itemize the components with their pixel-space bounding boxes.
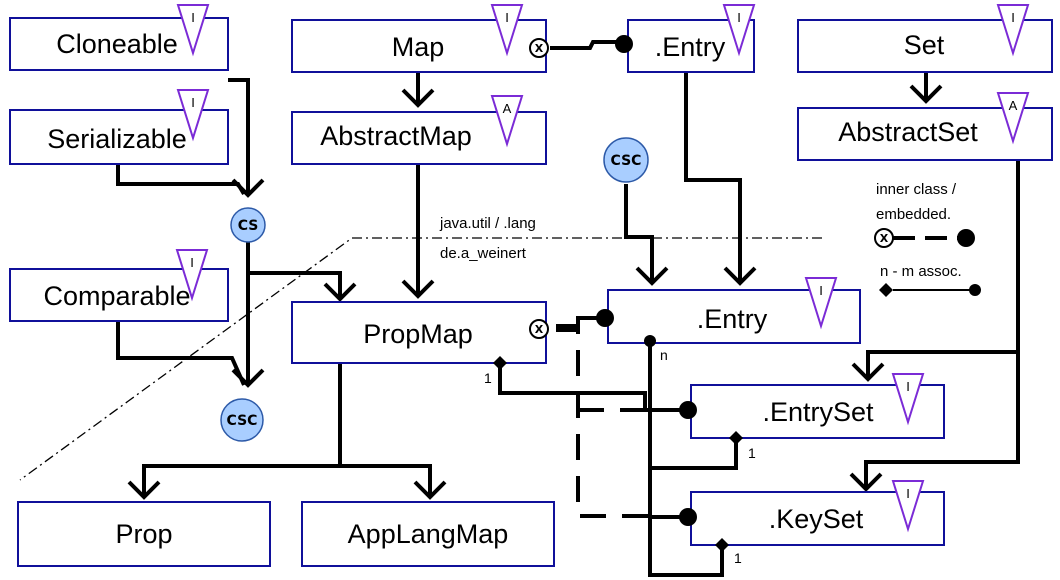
legend-embed-dot: [957, 229, 975, 247]
svg-text:I: I: [1011, 10, 1015, 25]
interface-badge: [490, 4, 524, 57]
class-label: Map: [392, 32, 445, 62]
class-label: .EntrySet: [762, 397, 874, 427]
interface-badge: [176, 89, 210, 142]
class-key-set[interactable]: .KeySet I: [690, 480, 945, 546]
x-marker-prop-map: X: [529, 319, 549, 339]
class-label: AppLangMap: [348, 519, 509, 549]
embed-dots: [596, 35, 697, 526]
multiplicity-entry: n: [660, 347, 668, 363]
multiplicity-entryset: 1: [748, 445, 756, 461]
package-label-lower: de.a_weinert: [440, 245, 527, 262]
class-prop-entry[interactable]: .Entry I: [607, 277, 861, 344]
class-abstract-set[interactable]: AbstractSet A: [797, 92, 1053, 161]
csc-marker-bottom: CSC: [220, 398, 264, 442]
class-label: PropMap: [363, 319, 473, 349]
interface-badge: [804, 277, 838, 330]
svg-text:X: X: [535, 323, 544, 336]
class-comparable[interactable]: Comparable I: [9, 249, 229, 322]
class-prop[interactable]: Prop: [17, 501, 271, 567]
multiplicity-propmap: 1: [484, 370, 492, 386]
multiplicity-keyset: 1: [734, 550, 742, 566]
class-label: Prop: [115, 519, 172, 549]
class-entry-set[interactable]: .EntrySet I: [690, 373, 945, 439]
interface-badge: [176, 4, 210, 57]
svg-text:CS: CS: [238, 218, 259, 234]
assoc-diamonds: [493, 356, 743, 552]
class-map-entry[interactable]: .Entry I: [627, 4, 756, 73]
class-serializable[interactable]: Serializable I: [9, 89, 229, 165]
class-label: AbstractSet: [838, 117, 978, 147]
class-label: .Entry: [655, 32, 726, 62]
svg-text:X: X: [535, 42, 544, 55]
package-label-upper: java.util / .lang: [439, 215, 536, 232]
svg-text:X: X: [880, 232, 889, 245]
connectors: [116, 40, 1020, 577]
interface-badge: [175, 249, 209, 302]
class-label: Comparable: [43, 281, 190, 311]
interface-badge: [722, 4, 756, 57]
class-label: Serializable: [47, 124, 187, 154]
class-label: Cloneable: [56, 29, 178, 59]
package-boundary: [19, 237, 822, 481]
legend-inner-class-line2: embedded.: [876, 206, 951, 223]
svg-text:I: I: [191, 10, 195, 25]
class-label: Set: [904, 30, 945, 60]
interface-badge: [996, 4, 1030, 57]
class-abstract-map[interactable]: AbstractMap A: [291, 95, 547, 165]
legend-inner-class-line1: inner class /: [876, 181, 957, 198]
svg-text:I: I: [906, 379, 910, 394]
abstract-badge: [490, 95, 524, 148]
interface-badge: [891, 480, 925, 533]
class-app-lang-map[interactable]: AppLangMap: [301, 501, 555, 567]
class-label: .KeySet: [769, 504, 864, 534]
svg-text:CSC: CSC: [227, 413, 258, 429]
cs-marker: CS: [230, 207, 266, 243]
legend: inner class / embedded. X n - m assoc.: [874, 181, 981, 297]
svg-text:I: I: [737, 10, 741, 25]
legend-assoc-dot: [969, 284, 981, 296]
svg-text:CSC: CSC: [611, 153, 642, 169]
legend-diamond: [879, 283, 893, 297]
csc-marker-top: CSC: [603, 137, 649, 183]
x-marker-map: X: [529, 38, 549, 58]
class-map[interactable]: Map I: [291, 4, 547, 73]
svg-text:I: I: [190, 255, 194, 270]
svg-text:A: A: [1009, 98, 1018, 113]
interface-badge: [891, 373, 925, 426]
svg-text:A: A: [503, 101, 512, 116]
svg-text:I: I: [505, 10, 509, 25]
svg-text:I: I: [906, 486, 910, 501]
class-set[interactable]: Set I: [797, 4, 1053, 73]
class-label: AbstractMap: [320, 121, 472, 151]
legend-assoc: n - m assoc.: [880, 263, 962, 280]
class-label: .Entry: [697, 304, 768, 334]
class-cloneable[interactable]: Cloneable I: [9, 4, 229, 71]
class-prop-map[interactable]: PropMap: [291, 301, 547, 364]
svg-text:I: I: [819, 283, 823, 298]
arrowheads: [127, 84, 943, 500]
svg-text:I: I: [191, 95, 195, 110]
abstract-badge: [996, 92, 1030, 145]
